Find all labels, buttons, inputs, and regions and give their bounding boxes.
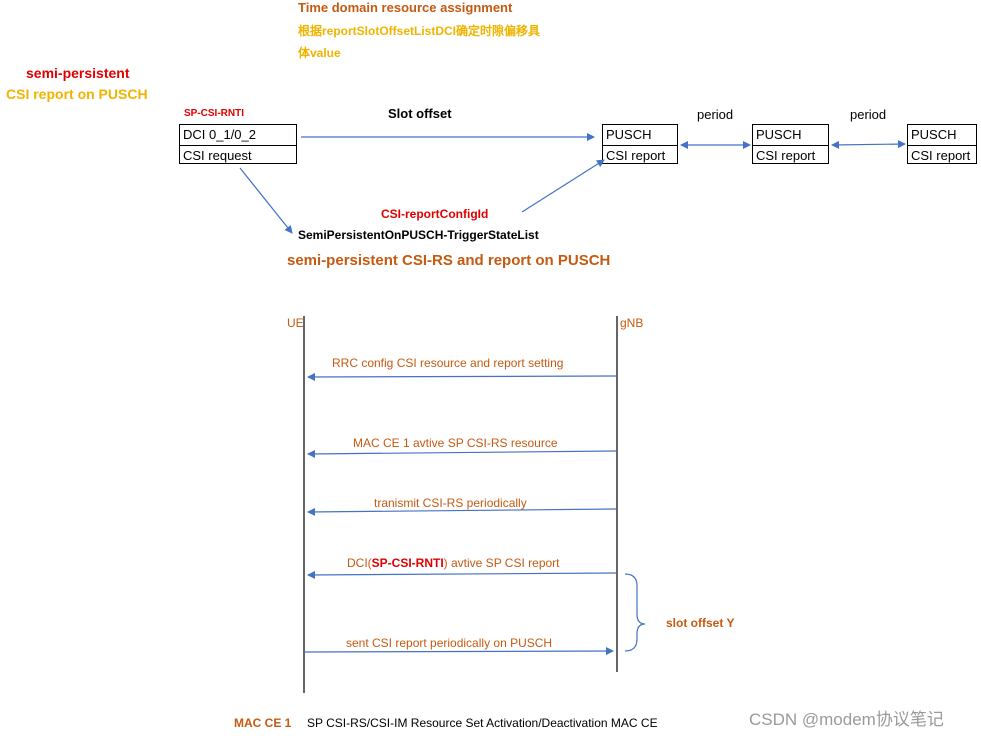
arrow-dci: [307, 570, 617, 579]
gnb-label: gNB: [620, 316, 644, 330]
semi-persistent-label: semi-persistent: [26, 65, 130, 81]
watermark: CSDN @modem协议笔记: [749, 710, 944, 729]
message-transmit-csi-rs: tranismit CSI-RS periodically: [374, 496, 527, 510]
period-label-1: period: [697, 107, 734, 122]
arrow-transmit-csi-rs: [307, 507, 617, 516]
config-id-arrow: [521, 159, 605, 213]
pusch-cell: PUSCH: [911, 127, 957, 142]
pusch-cell: PUSCH: [756, 127, 802, 142]
csi-request-cell: CSI request: [180, 145, 296, 165]
dci-rnti-highlight: SP-CSI-RNTI: [371, 556, 444, 570]
dci-box: DCI 0_1/0_2 CSI request: [179, 124, 297, 164]
slot-offset-label: Slot offset: [388, 106, 452, 121]
message-sent-csi-report: sent CSI report periodically on PUSCH: [346, 636, 553, 650]
csi-report-config-id-label: CSI-reportConfigId: [381, 207, 489, 221]
message-rrc-config: RRC config CSI resource and report setti…: [332, 356, 564, 370]
period-label-2: period: [850, 107, 887, 122]
csi-report-on-pusch-label: CSI report on PUSCH: [6, 86, 148, 102]
pusch-box-1: PUSCH CSI report: [602, 124, 678, 164]
csi-report-cell: CSI report: [753, 145, 828, 165]
slot-offset-y-label: slot offset Y: [666, 616, 735, 630]
trigger-state-list-label: SemiPersistentOnPUSCH-TriggerStateList: [298, 228, 539, 242]
pusch-cell: PUSCH: [606, 127, 652, 142]
message-dci-activate: DCI(SP-CSI-RNTI) avtive SP CSI report: [347, 556, 560, 570]
slot-offset-brace: [624, 573, 646, 652]
csi-report-cell: CSI report: [603, 145, 677, 165]
dci-format-cell: DCI 0_1/0_2: [183, 127, 256, 142]
footnote-key: MAC CE 1: [234, 716, 292, 730]
dci-suffix: ) avtive SP CSI report: [443, 556, 560, 570]
csi-request-arrow: [239, 167, 293, 234]
dci-prefix: DCI(: [347, 556, 372, 570]
section-title: semi-persistent CSI-RS and report on PUS…: [287, 252, 611, 269]
arrow-sent-csi-report: [304, 647, 614, 656]
ue-label: UE: [287, 316, 304, 330]
pusch-box-2: PUSCH CSI report: [752, 124, 829, 164]
message-mac-ce-activate: MAC CE 1 avtive SP CSI-RS resource: [353, 436, 558, 450]
sp-csi-rnti-label: SP-CSI-RNTI: [184, 108, 244, 119]
time-domain-note-line2: 体value: [298, 46, 341, 60]
arrow-rrc-config: [307, 372, 617, 381]
period-arrow-2: [831, 140, 906, 149]
pusch-box-3: PUSCH CSI report: [907, 124, 977, 164]
time-domain-note-line1: 根据reportSlotOffsetListDCI确定时隙偏移具: [298, 24, 541, 38]
csi-report-cell: CSI report: [908, 145, 976, 165]
time-domain-title: Time domain resource assignment: [298, 0, 513, 15]
arrow-mac-ce: [307, 449, 617, 458]
footnote-text: SP CSI-RS/CSI-IM Resource Set Activation…: [307, 716, 658, 730]
